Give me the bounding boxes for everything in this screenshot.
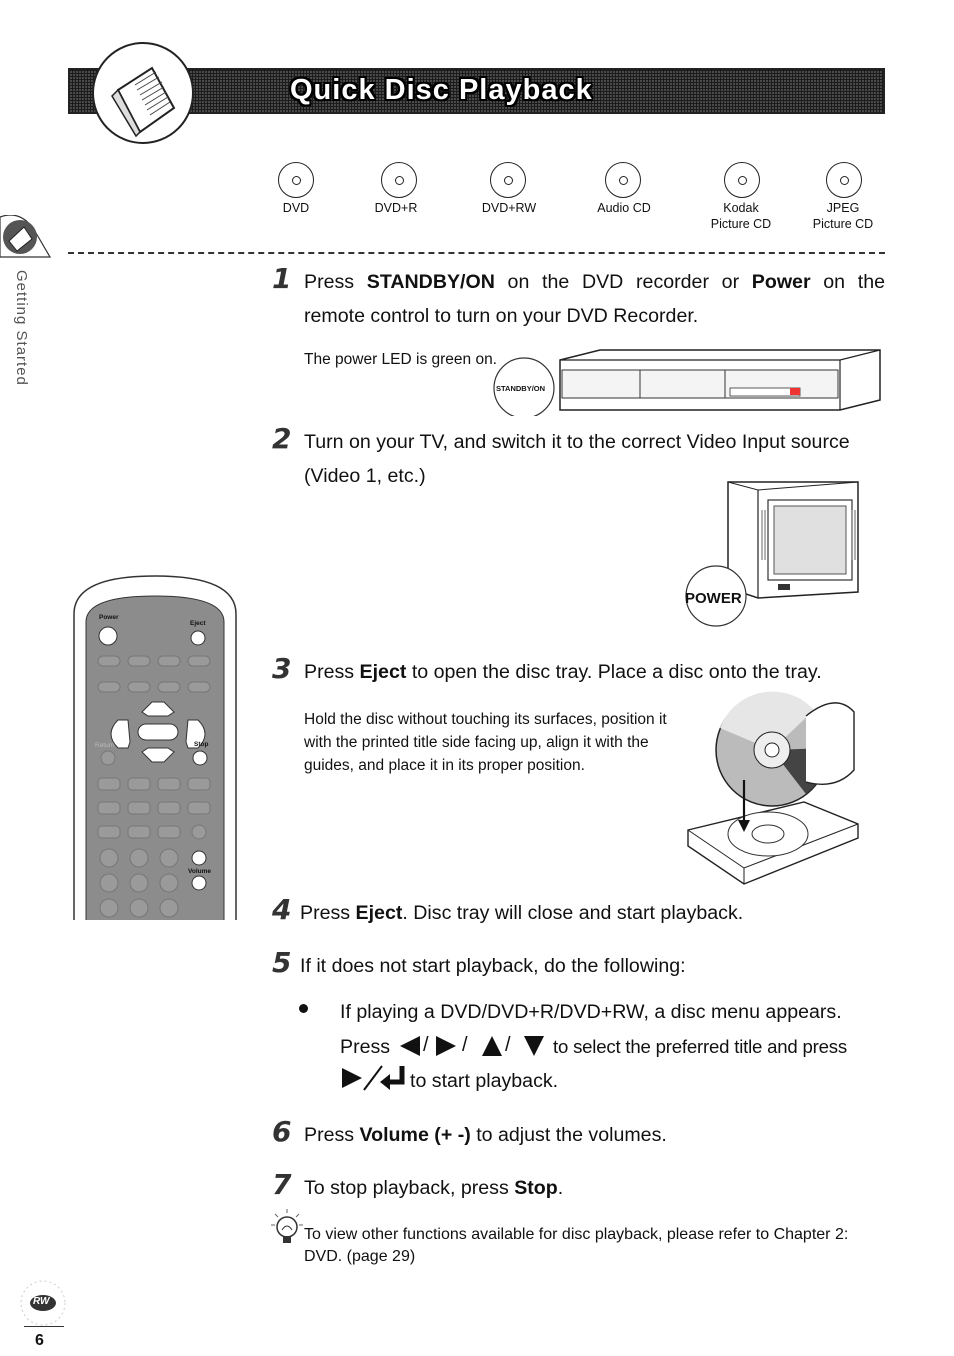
step-number: 5 (272, 946, 292, 979)
step-number: 6 (272, 1115, 292, 1148)
step-3-note: Hold the disc without touching its surfa… (304, 711, 667, 774)
disc-label-dvd-r: DVD+R (374, 201, 418, 215)
lightbulb-icon (271, 1209, 303, 1243)
step-3-text: Press Eject to open the disc tray. Place… (304, 661, 822, 683)
step-number: 4 (272, 893, 292, 926)
step-number: 1 (272, 262, 292, 295)
disc-icon (381, 162, 417, 198)
slash: / (505, 1034, 511, 1056)
step-5-bullet-c: to start playback. (410, 1070, 559, 1092)
disc-icon (605, 162, 641, 198)
step-5-bullet-press: Press (340, 1036, 391, 1058)
remote-eject-label: Eject (190, 620, 206, 627)
step-1-note: The power LED is green on. (304, 351, 497, 368)
disc-label-dvd-rw: DVD+RW (481, 201, 537, 215)
bullet (299, 1004, 308, 1013)
disc-icon (490, 162, 526, 198)
tv-illustration (685, 481, 859, 627)
disc-label-dvd: DVD (282, 201, 310, 215)
step-5-text: If it does not start playback, do the fo… (300, 955, 686, 977)
step-6-text: Press Volume (+ -) to adjust the volumes… (304, 1124, 667, 1146)
left-arrow-icon (400, 1036, 420, 1056)
step-7-text: To stop playback, press Stop. (304, 1177, 564, 1199)
side-tab-label: Getting Started (13, 270, 30, 386)
disc-label-kodak: Kodak Picture CD (710, 201, 772, 231)
slash: / (462, 1034, 468, 1056)
remote-volume-label: Volume (188, 868, 211, 875)
disc-label-jpeg: JPEG Picture CD (812, 201, 874, 231)
standby-label: STANDBY/ON (496, 384, 546, 393)
book-icon (92, 42, 194, 144)
divider (68, 252, 885, 254)
step-4-text: Press Eject. Disc tray will close and st… (300, 902, 744, 924)
disc-icon (826, 162, 862, 198)
step-1-text: Press STANDBY/ON on the DVD recorder or … (304, 271, 885, 327)
title-banner (68, 68, 885, 114)
down-arrow-icon (524, 1036, 544, 1056)
step-5-bullet-b: to select the preferred title and press (553, 1036, 847, 1057)
tip-text: To view other functions available for di… (304, 1226, 849, 1265)
disc-icon (724, 162, 760, 198)
right-arrow-icon (436, 1036, 456, 1056)
step-2-text: Turn on your TV, and switch it to the co… (304, 431, 850, 487)
disc-tray-illustration (687, 691, 859, 885)
power-label: POWER (685, 590, 742, 607)
logo-badge: RW (33, 1296, 50, 1307)
disc-icon (278, 162, 314, 198)
footer-rule (24, 1326, 64, 1327)
side-tab: Getting Started (4, 270, 30, 400)
dvd-rw-recorder-logo (20, 1280, 66, 1326)
slash: / (423, 1034, 429, 1056)
page-title: Quick Disc Playback (290, 74, 593, 106)
play-enter-icon (342, 1065, 405, 1091)
remote-return-label: Return (95, 742, 115, 749)
disc-label-audio-cd: Audio CD (597, 201, 651, 215)
book-tab-icon (0, 215, 52, 258)
step-number: 3 (272, 652, 292, 685)
remote-control-illustration (73, 575, 237, 920)
step-number: 7 (272, 1168, 292, 1201)
step-number: 2 (272, 422, 292, 455)
remote-stop-label: Stop (194, 741, 209, 748)
dvd-recorder-illustration (493, 349, 881, 416)
page-number: 6 (35, 1332, 44, 1349)
remote-power-label: Power (99, 614, 119, 621)
up-arrow-icon (482, 1036, 502, 1056)
arrow-icons (400, 1036, 544, 1056)
step-5-bullet-a: If playing a DVD/DVD+R/DVD+RW, a disc me… (340, 1001, 842, 1023)
